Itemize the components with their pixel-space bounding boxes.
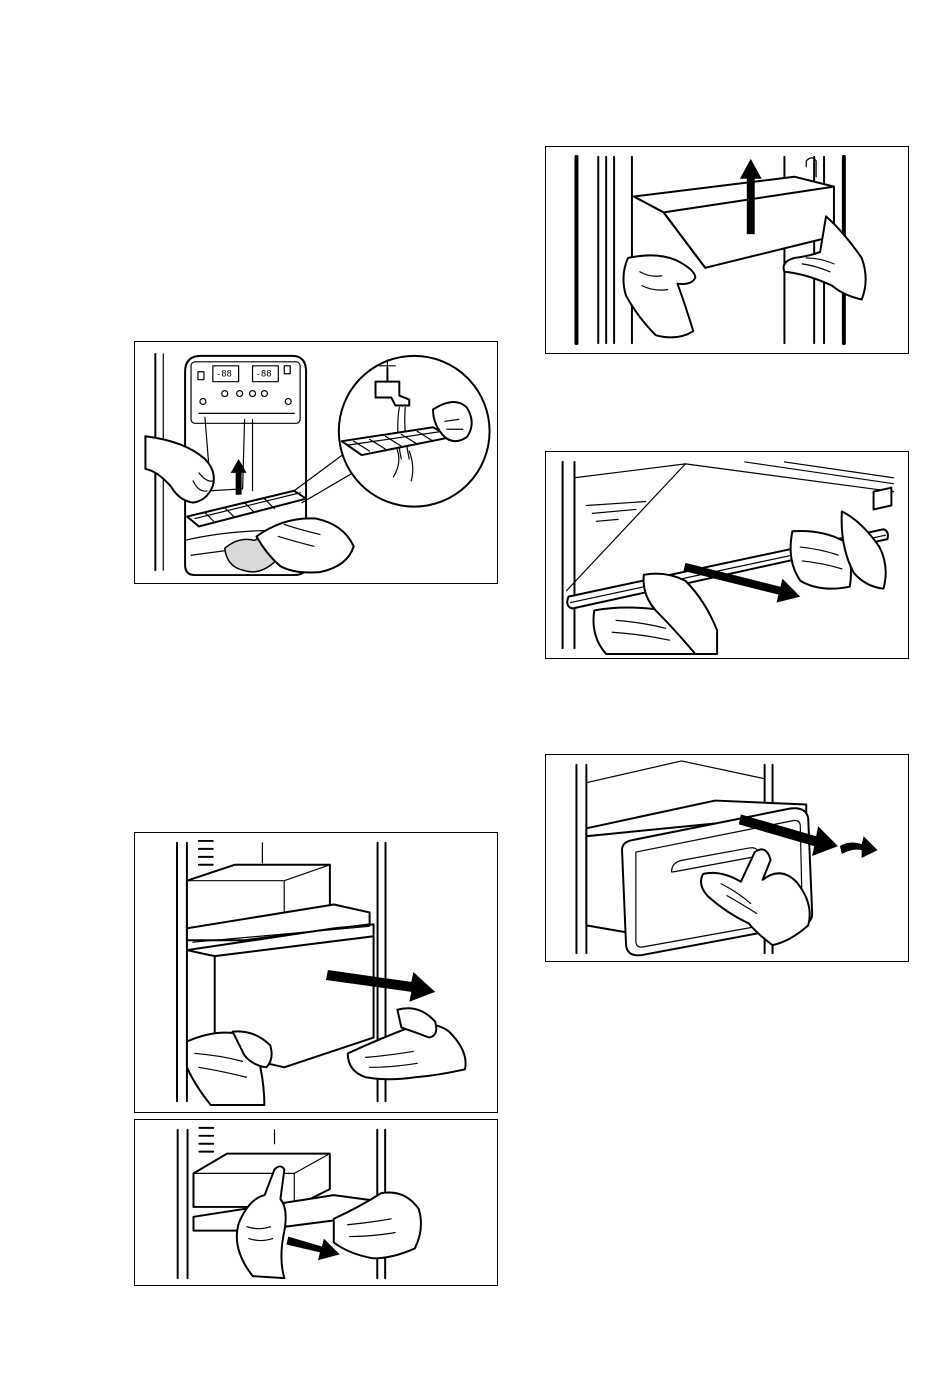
- figure-glass-shelf: [545, 451, 909, 659]
- figure-freezer-drawer: [545, 754, 909, 962]
- freezer-drawer-illustration: [546, 755, 908, 961]
- display-left: -88: [216, 370, 232, 380]
- figure-door-bin: [545, 146, 909, 354]
- crisper-drawer-illustration: [135, 833, 497, 1112]
- display-right: -88: [256, 370, 272, 380]
- glass-shelf-illustration: [546, 452, 908, 658]
- figure-small-drawer: [134, 1119, 498, 1286]
- figure-dispenser-tray: -88 -88: [134, 341, 498, 584]
- door-bin-illustration: [546, 147, 908, 353]
- small-drawer-illustration: [135, 1120, 497, 1285]
- figure-crisper-drawer: [134, 832, 498, 1113]
- dispenser-illustration: -88 -88: [135, 342, 497, 583]
